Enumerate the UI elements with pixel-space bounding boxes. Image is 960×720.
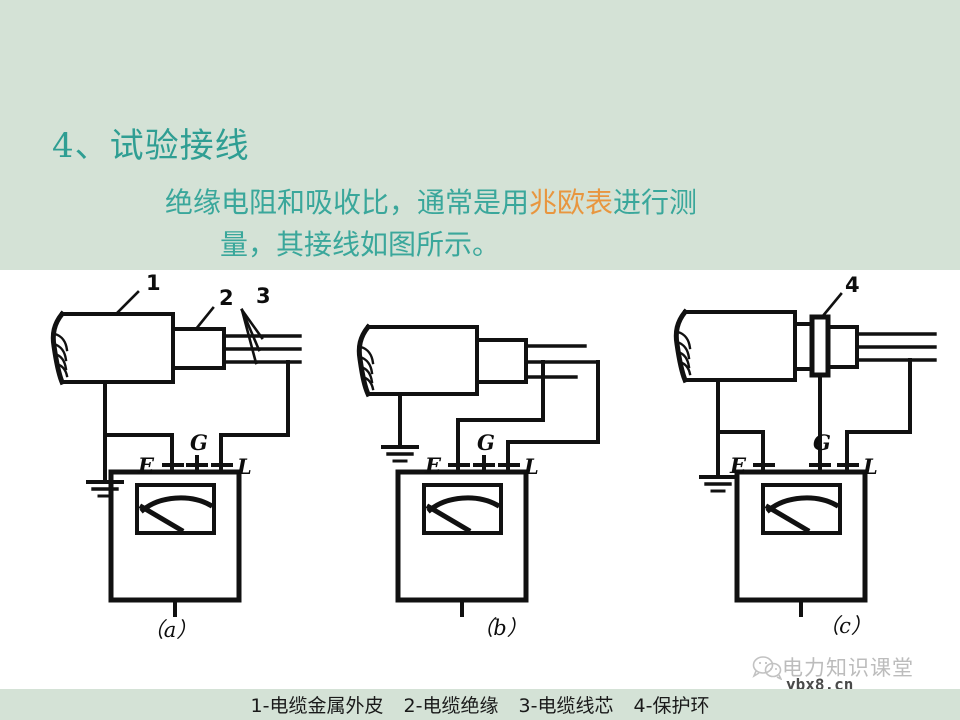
circuit-diagram-a: 1 2 3 E G L xyxy=(50,272,302,617)
terminal-label-e-b: E xyxy=(424,453,442,478)
terminal-label-l-b: L xyxy=(523,454,539,479)
terminal-label-g-c: G xyxy=(813,430,831,455)
terminal-label-l-c: L xyxy=(862,454,878,479)
figure-diagrams: 1 2 3 E G L （a） xyxy=(0,272,960,687)
legend-item-3: 3-电缆线芯 xyxy=(518,695,614,717)
page-title: 4、试验接线 xyxy=(52,126,250,166)
panel-caption-a: （a） xyxy=(142,618,198,642)
body-text-part1: 绝缘电阻和吸收比，通常是用 xyxy=(165,186,530,219)
terminal-label-g-b: G xyxy=(477,430,495,455)
terminal-label-e-a: E xyxy=(137,453,155,478)
terminal-label-e-c: E xyxy=(729,453,747,478)
diagram-panel-a: 1 2 3 E G L （a） xyxy=(10,272,330,687)
terminal-label-l-a: L xyxy=(236,454,252,479)
legend-item-1: 1-电缆金属外皮 xyxy=(250,695,384,717)
panel-caption-c: （c） xyxy=(818,614,872,638)
body-text-part2: 进行测 xyxy=(613,186,698,219)
diagram-panel-c: 4 E G L （c） xyxy=(645,272,960,687)
diagram-panel-b: E G L （b） xyxy=(330,272,650,687)
terminal-label-g-a: G xyxy=(190,430,208,455)
circuit-diagram-c: 4 E G L xyxy=(673,273,937,617)
body-paragraph: 绝缘电阻和吸收比，通常是用兆欧表进行测 量，其接线如图所示。 xyxy=(165,182,925,266)
panel-caption-b: （b） xyxy=(472,616,528,640)
legend-row: 1-电缆金属外皮 2-电缆绝缘 3-电缆线芯 4-保护环 xyxy=(0,691,960,718)
callout-label-2: 2 xyxy=(219,286,234,310)
circuit-diagram-b: E G L xyxy=(356,323,600,617)
body-text-highlight: 兆欧表 xyxy=(529,186,614,219)
header-band xyxy=(0,0,960,270)
callout-label-3: 3 xyxy=(256,284,271,308)
legend-item-4: 4-保护环 xyxy=(633,695,710,717)
watermark: 电力知识课堂 ybx8.cn xyxy=(752,652,914,694)
footer-band xyxy=(0,689,960,720)
legend-item-2: 2-电缆绝缘 xyxy=(403,695,499,717)
callout-label-4: 4 xyxy=(845,273,860,297)
callout-label-1: 1 xyxy=(146,272,161,295)
body-text-line2: 量，其接线如图所示。 xyxy=(220,228,501,261)
wechat-icon xyxy=(752,654,782,680)
watermark-name: 电力知识课堂 xyxy=(782,656,914,680)
